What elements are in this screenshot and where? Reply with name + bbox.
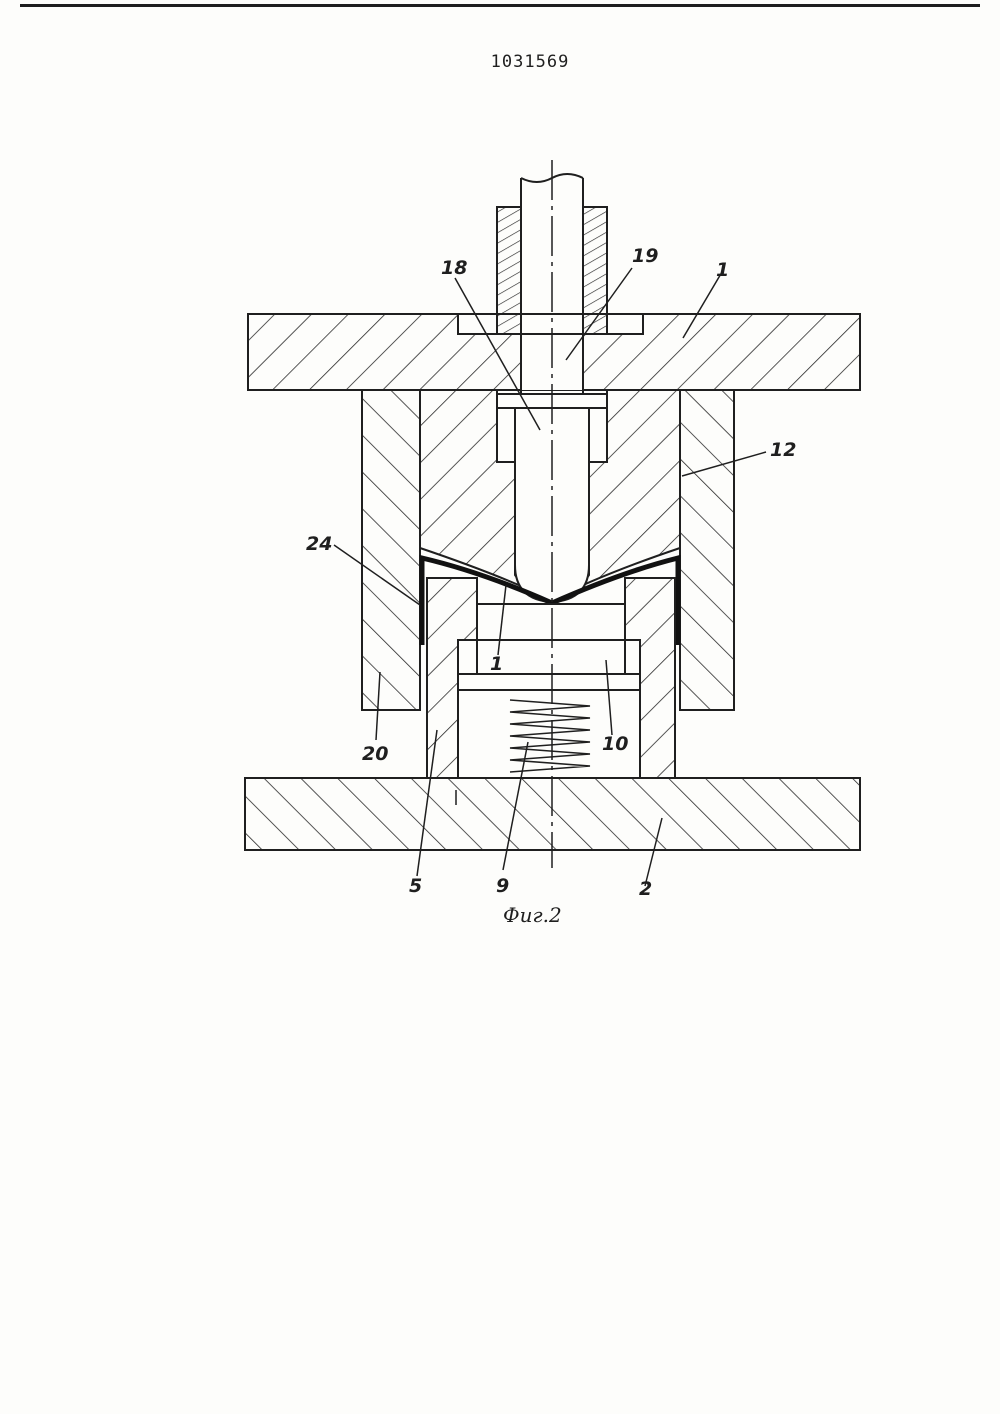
label-19: 19 — [632, 245, 658, 267]
outer-shell-left — [362, 390, 420, 710]
label-12: 12 — [770, 439, 796, 461]
recess-outline — [458, 314, 643, 334]
label-1-mid: 1 — [490, 653, 503, 675]
label-18: 18 — [441, 257, 467, 279]
label-24: 24 — [306, 533, 332, 555]
label-1-top: 1 — [716, 259, 729, 281]
label-2: 2 — [639, 878, 652, 900]
figure-caption: Фиг.2 — [503, 903, 562, 927]
label-5: 5 — [409, 875, 422, 897]
label-9: 9 — [496, 875, 509, 897]
label-10: 10 — [602, 733, 628, 755]
label-20: 20 — [362, 743, 388, 765]
outer-shell-right — [680, 390, 734, 710]
